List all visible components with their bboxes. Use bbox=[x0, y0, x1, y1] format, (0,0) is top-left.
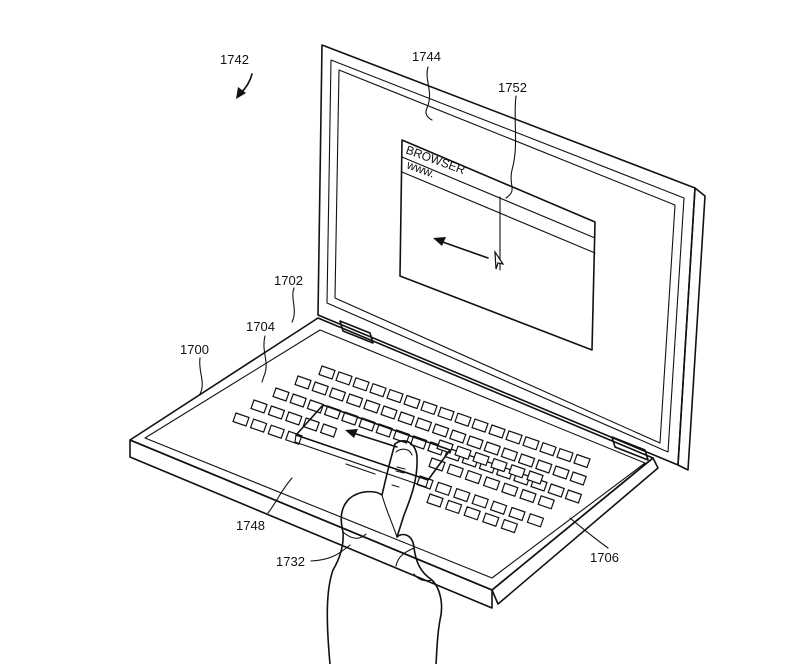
keyboard-key[interactable] bbox=[454, 412, 472, 427]
keyboard-key[interactable] bbox=[471, 418, 489, 433]
keyboard-key[interactable] bbox=[431, 423, 450, 438]
keyboard-key[interactable] bbox=[449, 429, 467, 444]
keyboard-key[interactable] bbox=[302, 417, 320, 432]
keyboard-key[interactable] bbox=[232, 412, 250, 427]
keyboard-key[interactable] bbox=[420, 400, 438, 416]
label-1732: 1732 bbox=[276, 554, 305, 569]
keyboard-key[interactable] bbox=[437, 406, 455, 422]
keyboard-key[interactable] bbox=[434, 481, 453, 497]
keyboard-key[interactable] bbox=[335, 371, 353, 386]
keyboard-keys bbox=[232, 365, 591, 534]
touch-region[interactable] bbox=[294, 404, 451, 488]
keyboard-key[interactable] bbox=[505, 430, 523, 445]
keyboard-surface bbox=[144, 329, 646, 579]
keyboard-key[interactable] bbox=[466, 435, 484, 450]
hinges bbox=[339, 320, 649, 461]
keyboard-key[interactable] bbox=[272, 387, 290, 402]
arrow-left-icon bbox=[345, 429, 398, 448]
label-1700: 1700 bbox=[180, 342, 209, 357]
keyboard-key[interactable] bbox=[386, 388, 404, 404]
label-1752: 1752 bbox=[498, 80, 527, 95]
keyboard-key[interactable] bbox=[397, 411, 415, 426]
keyboard-key[interactable] bbox=[369, 382, 387, 398]
keyboard-key[interactable] bbox=[482, 512, 500, 527]
keyboard-key[interactable] bbox=[289, 393, 307, 408]
keyboard-key[interactable] bbox=[319, 423, 338, 438]
arrow-left-icon bbox=[433, 237, 489, 259]
keyboard-key[interactable] bbox=[352, 377, 370, 392]
keyboard-base bbox=[129, 317, 659, 609]
keyboard-key[interactable] bbox=[426, 493, 444, 508]
keyboard-key[interactable] bbox=[472, 451, 490, 467]
keyboard-key[interactable] bbox=[501, 482, 519, 497]
keyboard-key[interactable] bbox=[526, 513, 545, 528]
keyboard-key[interactable] bbox=[328, 387, 347, 402]
keyboard-key[interactable] bbox=[483, 441, 501, 456]
keyboard-key[interactable] bbox=[453, 487, 471, 503]
keyboard-key[interactable] bbox=[573, 453, 591, 469]
keyboard-key[interactable] bbox=[517, 453, 536, 468]
keyboard-key[interactable] bbox=[444, 499, 463, 515]
keyboard-key[interactable] bbox=[522, 436, 540, 451]
keyboard-key[interactable] bbox=[552, 465, 570, 480]
keyboard-key[interactable] bbox=[375, 423, 393, 438]
keyboard-key[interactable] bbox=[345, 393, 364, 408]
keyboard-key[interactable] bbox=[311, 381, 329, 396]
keyboard-key[interactable] bbox=[500, 518, 519, 534]
keyboard-key[interactable] bbox=[267, 405, 286, 420]
keyboard-key[interactable] bbox=[294, 375, 312, 390]
keyboard-key[interactable] bbox=[519, 488, 537, 504]
keyboard-key[interactable] bbox=[556, 447, 574, 463]
keyboard-key[interactable] bbox=[500, 447, 519, 462]
keyboard-key[interactable] bbox=[471, 494, 489, 509]
keyboard-key[interactable] bbox=[564, 489, 583, 504]
label-1744: 1744 bbox=[412, 49, 441, 64]
label-1742: 1742 bbox=[220, 52, 249, 67]
display-screen bbox=[334, 69, 676, 444]
keyboard-key[interactable] bbox=[392, 429, 411, 444]
keyboard-key[interactable] bbox=[446, 463, 464, 479]
keyboard-key[interactable] bbox=[508, 506, 526, 522]
keyboard-key[interactable] bbox=[464, 469, 483, 485]
keyboard-key[interactable] bbox=[363, 399, 381, 414]
keyboard-key[interactable] bbox=[482, 476, 501, 491]
browser-window[interactable]: BROWSER www. bbox=[399, 139, 596, 351]
keyboard-key[interactable] bbox=[285, 411, 303, 426]
keyboard-key[interactable] bbox=[535, 459, 553, 474]
keyboard-key[interactable] bbox=[409, 435, 428, 450]
leader-lines bbox=[199, 66, 609, 562]
label-1706: 1706 bbox=[590, 550, 619, 565]
reference-numerals: 1742 1744 1752 1702 1704 1700 1748 1706 … bbox=[180, 49, 619, 569]
label-1748: 1748 bbox=[236, 518, 265, 533]
keyboard-key[interactable] bbox=[380, 405, 398, 420]
display-lid bbox=[317, 44, 706, 471]
label-1702: 1702 bbox=[274, 273, 303, 288]
keyboard-key[interactable] bbox=[569, 471, 587, 486]
keyboard-key[interactable] bbox=[454, 445, 472, 460]
keyboard-key[interactable] bbox=[488, 424, 506, 439]
keyboard-key[interactable] bbox=[537, 495, 555, 510]
keyboard-key[interactable] bbox=[403, 394, 421, 410]
hand bbox=[326, 440, 443, 664]
keyboard-key[interactable] bbox=[508, 464, 526, 479]
keyboard-key[interactable] bbox=[414, 417, 433, 432]
keyboard-key[interactable] bbox=[526, 470, 544, 485]
keyboard-key[interactable] bbox=[249, 418, 268, 433]
keyboard-key[interactable] bbox=[463, 506, 481, 521]
keyboard-key[interactable] bbox=[318, 365, 336, 380]
label-1704: 1704 bbox=[246, 319, 275, 334]
keyboard-key[interactable] bbox=[547, 483, 565, 498]
keyboard-key[interactable] bbox=[489, 500, 508, 515]
keyboard-key[interactable] bbox=[267, 424, 285, 439]
keyboard-key[interactable] bbox=[285, 430, 303, 446]
keyboard-key[interactable] bbox=[250, 399, 268, 414]
cursor-icon bbox=[494, 249, 505, 270]
keyboard-key[interactable] bbox=[539, 441, 557, 457]
keyboard-key[interactable] bbox=[490, 457, 508, 473]
